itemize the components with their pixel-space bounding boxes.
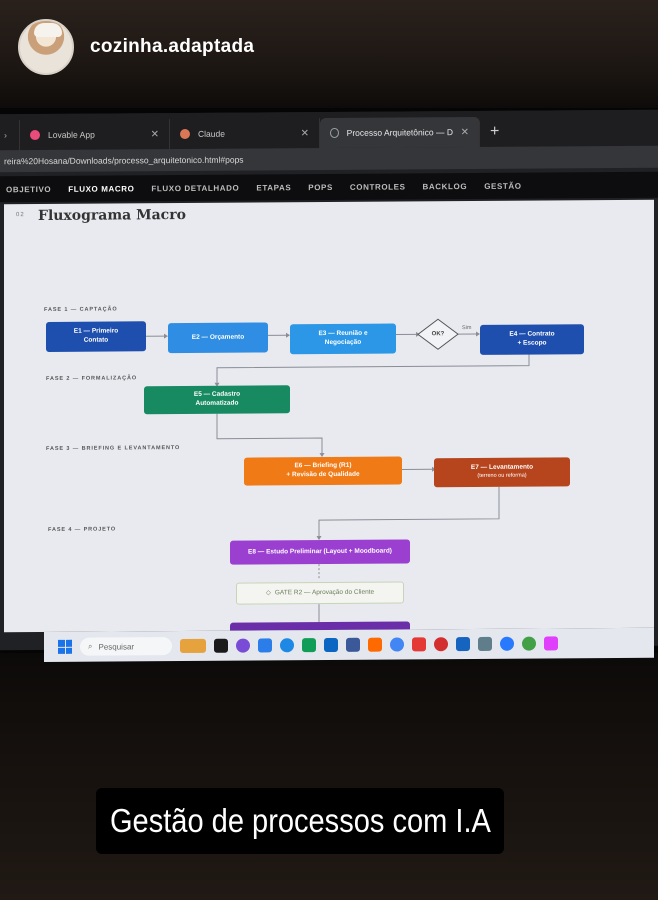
widgets-icon[interactable] bbox=[180, 638, 206, 654]
arrowhead bbox=[164, 333, 168, 339]
flowchart-page: 02 Fluxograma Macro bbox=[4, 199, 654, 633]
edge-label-sim: Sim bbox=[462, 325, 472, 332]
phase-label-1: FASE 1 — CAPTAÇÃO bbox=[44, 306, 118, 313]
decision-ok[interactable]: OK? bbox=[418, 319, 458, 349]
monitor-photo: › Lovable App ✕ Claude ✕ Processo Arquit… bbox=[0, 108, 658, 662]
gate-label: GATE R2 — Aprovação do Cliente bbox=[274, 588, 375, 596]
globe-icon bbox=[330, 127, 339, 138]
close-icon[interactable]: ✕ bbox=[460, 126, 469, 138]
node-gate-r2[interactable]: ◇GATE R2 — Aprovação do Cliente bbox=[236, 581, 404, 605]
story-header: cozinha.adaptada bbox=[18, 18, 254, 76]
tab-claude[interactable]: Claude ✕ bbox=[170, 118, 320, 150]
nav-etapas[interactable]: ETAPAS bbox=[256, 182, 292, 193]
close-icon[interactable]: ✕ bbox=[150, 128, 159, 140]
node-e7-levantamento[interactable]: E7 — Levantamento (terreno ou reforma) bbox=[434, 457, 570, 488]
decision-diamond bbox=[417, 318, 459, 350]
story-caption: Gestão de processos com I.A bbox=[96, 788, 504, 854]
app-icon[interactable] bbox=[302, 638, 316, 653]
nav-fluxo-macro[interactable]: FLUXO MACRO bbox=[68, 183, 135, 194]
arrowhead bbox=[316, 536, 322, 541]
new-tab-plus-icon[interactable]: + bbox=[490, 122, 500, 140]
nav-fluxo-detalhado[interactable]: FLUXO DETALHADO bbox=[151, 183, 240, 193]
app-icon[interactable] bbox=[346, 637, 360, 652]
nav-backlog[interactable]: BACKLOG bbox=[422, 181, 468, 191]
lovable-icon bbox=[30, 130, 40, 141]
tab-label: Claude bbox=[198, 128, 225, 139]
edge-e4-e5 bbox=[216, 348, 530, 383]
app-icon[interactable] bbox=[544, 636, 558, 651]
app-icon[interactable] bbox=[522, 636, 536, 651]
browser-window: › Lovable App ✕ Claude ✕ Processo Arquit… bbox=[0, 109, 658, 662]
copilot-icon[interactable] bbox=[236, 638, 250, 653]
arrowhead bbox=[214, 382, 220, 387]
nav-pops[interactable]: POPS bbox=[308, 182, 333, 192]
node-e5-cadastro[interactable]: E5 — Cadastro Automatizado bbox=[144, 385, 290, 415]
claude-icon bbox=[180, 128, 190, 140]
app-icon[interactable] bbox=[324, 637, 338, 653]
chevron-icon: › bbox=[4, 130, 7, 141]
phase-label-2: FASE 2 — FORMALIZAÇÃO bbox=[46, 375, 138, 382]
edge-e5-e6 bbox=[216, 413, 323, 454]
nav-controles[interactable]: CONTROLES bbox=[349, 181, 406, 192]
node-e2-orcamento[interactable]: E2 — Orçamento bbox=[168, 322, 268, 354]
edge-e7-e8 bbox=[318, 486, 500, 537]
chrome-icon[interactable] bbox=[390, 637, 404, 652]
windows-taskbar: ⌕ Pesquisar bbox=[44, 627, 654, 662]
node-e8-estudo-preliminar[interactable]: E8 — Estudo Preliminar (Layout + Moodboa… bbox=[230, 539, 410, 565]
tab-label: Lovable App bbox=[48, 129, 95, 140]
search-placeholder: Pesquisar bbox=[98, 641, 135, 652]
zoom-icon[interactable] bbox=[500, 636, 514, 651]
app-icon[interactable] bbox=[368, 637, 382, 652]
address-bar[interactable]: reira%20Hosana/Downloads/processo_arquit… bbox=[0, 145, 658, 173]
task-view-icon[interactable] bbox=[214, 638, 228, 653]
tab-partial[interactable]: › bbox=[0, 120, 20, 151]
app-icon[interactable] bbox=[258, 638, 272, 653]
avatar[interactable] bbox=[18, 19, 74, 75]
node-e1-primeiro-contato[interactable]: E1 — Primeiro Contato bbox=[46, 321, 146, 352]
app-icon[interactable] bbox=[456, 637, 470, 652]
node-e7-subtitle: (terreno ou reforma) bbox=[477, 472, 527, 480]
search-icon: ⌕ bbox=[88, 641, 93, 651]
app-icon[interactable] bbox=[478, 636, 492, 651]
tab-processo[interactable]: Processo Arquitetônico — Docum ✕ bbox=[320, 116, 480, 149]
edge-browser-icon[interactable] bbox=[280, 638, 294, 653]
arrowhead bbox=[319, 453, 325, 458]
username[interactable]: cozinha.adaptada bbox=[90, 36, 255, 57]
phase-label-3: FASE 3 — BRIEFING E LEVANTAMENTO bbox=[46, 445, 181, 452]
tab-label: Processo Arquitetônico — Docum bbox=[346, 127, 453, 138]
flow-connectors bbox=[146, 318, 530, 623]
doc-nav: OBJETIVO FLUXO MACRO FLUXO DETALHADO ETA… bbox=[0, 171, 658, 203]
tab-lovable[interactable]: Lovable App ✕ bbox=[20, 119, 170, 151]
decision-label: OK? bbox=[431, 331, 445, 338]
node-e4-contrato[interactable]: E4 — Contrato + Escopo bbox=[480, 324, 584, 355]
nav-gestao[interactable]: GESTÃO bbox=[484, 181, 522, 191]
arrowhead bbox=[286, 332, 290, 338]
phase-label-4: FASE 4 — PROJETO bbox=[48, 526, 117, 533]
nav-objetivo[interactable]: OBJETIVO bbox=[6, 184, 52, 194]
caption-text: Gestão de processos com I.A bbox=[109, 802, 491, 839]
arrowhead bbox=[476, 331, 480, 337]
tab-bar: › Lovable App ✕ Claude ✕ Processo Arquit… bbox=[0, 109, 658, 151]
close-icon[interactable]: ✕ bbox=[300, 127, 309, 139]
url-text[interactable]: reira%20Hosana/Downloads/processo_arquit… bbox=[4, 154, 244, 167]
taskbar-search[interactable]: ⌕ Pesquisar bbox=[80, 637, 172, 656]
node-e7-title: E7 — Levantamento bbox=[470, 463, 534, 472]
windows-start-icon[interactable] bbox=[58, 639, 72, 654]
pdf-icon[interactable] bbox=[412, 637, 426, 652]
node-e3-reuniao[interactable]: E3 — Reunião e Negociação bbox=[290, 323, 396, 355]
node-e6-briefing[interactable]: E6 — Briefing (R1) + Revisão de Qualidad… bbox=[244, 456, 402, 486]
gate-diamond-icon: ◇ bbox=[265, 589, 271, 597]
app-icon[interactable] bbox=[434, 637, 448, 652]
